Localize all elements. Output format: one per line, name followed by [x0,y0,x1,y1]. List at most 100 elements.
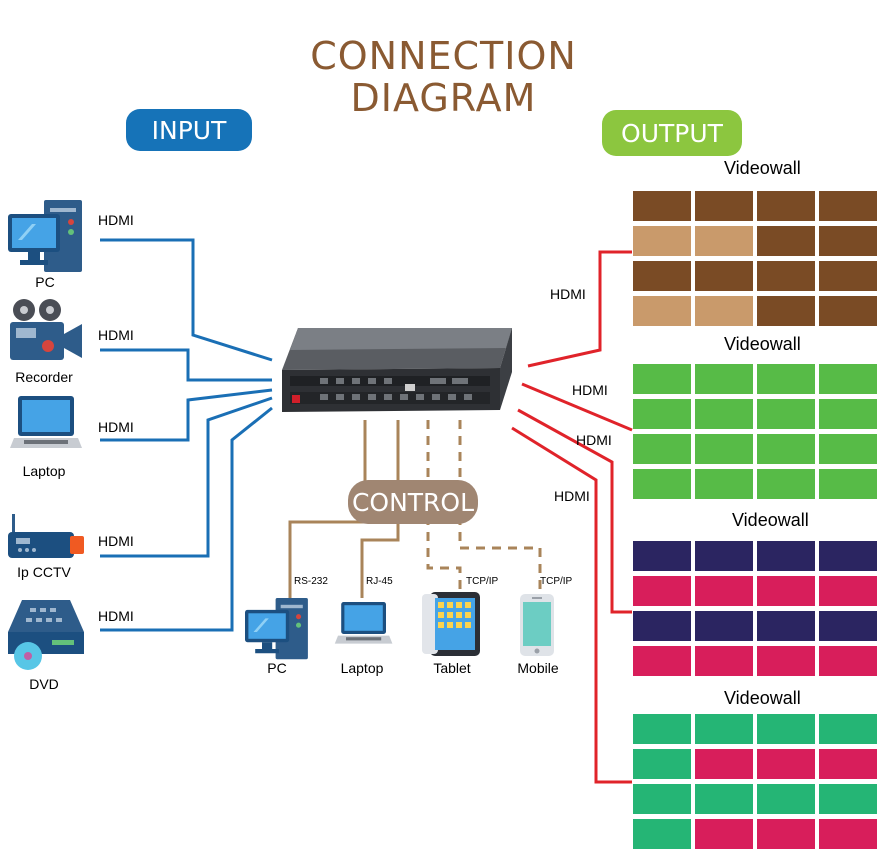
control-device-label: Laptop [340,660,384,676]
input-line-cctv [100,396,273,558]
videowall-tile [695,611,753,641]
videowall-tile [757,434,815,464]
input-device-label: Recorder [15,369,73,385]
videowall-tile [695,784,753,814]
videowall-tile [633,611,691,641]
control-line-pc [288,420,367,598]
control-connection-label: TCP/IP [466,576,499,587]
output-line-wall-4 [511,426,632,784]
dvd-player-icon [8,600,84,670]
videowall-tile [819,191,877,221]
videowall-tile [633,261,691,291]
videowall-tile [819,399,877,429]
videowall-tile [819,261,877,291]
videowall-tile [633,576,691,606]
videowall-tile [695,296,753,326]
videowall-tile [633,749,691,779]
input-line-recorder [100,348,272,382]
output-pill: OUTPUT [602,110,742,156]
output-line-wall-1 [527,250,632,368]
videowall-1 [633,191,881,326]
output-connection-label: HDMI [576,432,612,448]
videowall-title: Videowall [724,688,801,708]
input-connection-label: HDMI [98,419,134,435]
input-connection-label: HDMI [98,212,134,228]
videowall-title: Videowall [724,158,801,178]
input-line-pc [100,238,273,362]
output-connection-label: HDMI [572,382,608,398]
videowall-tile [695,714,753,744]
videowall-tile [757,646,815,676]
videowall-tile [819,784,877,814]
mobile-phone-icon [520,594,554,656]
videowall-tile [695,434,753,464]
videowall-tile [695,576,753,606]
desktop-pc-icon [8,200,82,272]
videowall-tile [695,819,753,849]
output-line-wall-3 [517,408,632,614]
videowall-tile [757,541,815,571]
videowall-title: Videowall [732,510,809,530]
output-line-wall-2 [521,382,633,432]
videowall-tile [695,646,753,676]
control-connection-label: RJ-45 [366,576,393,587]
videowall-tile [819,749,877,779]
input-line-laptop [100,388,273,442]
videowall-tile [819,611,877,641]
videowall-tile [757,296,815,326]
videowall-tile [757,714,815,744]
videowall-tile [695,541,753,571]
videowall-2 [633,364,881,499]
diagram-title-line-2: DIAGRAM [350,76,537,120]
control-device-label: Tablet [433,660,471,676]
videowall-tile [819,576,877,606]
desktop-pc-icon [245,598,308,660]
input-device-label: PC [35,274,55,290]
videowall-tile [819,434,877,464]
videowall-tile [757,819,815,849]
videowall-title: Videowall [724,334,801,354]
control-device-label: Mobile [517,660,559,676]
videowall-tile [695,749,753,779]
diagram-title-line-1: CONNECTION [310,34,577,78]
videowall-tile [819,296,877,326]
videowall-tile [633,646,691,676]
videowall-tile [633,434,691,464]
videowall-tile [633,469,691,499]
input-connection-label: HDMI [98,327,134,343]
videowall-4 [633,714,881,849]
videowall-tile [633,714,691,744]
videowall-tile [757,784,815,814]
videowall-tile [757,399,815,429]
videowall-tile [633,784,691,814]
input-connection-label: HDMI [98,608,134,624]
videowall-tile [695,191,753,221]
videowall-tile [757,611,815,641]
videowall-tile [695,469,753,499]
control-connection-label: TCP/IP [540,576,573,587]
videowall-tile [819,646,877,676]
videowall-tile [819,714,877,744]
control-connection-label: RS-232 [294,576,328,587]
videowall-tile [633,226,691,256]
output-connection-label: HDMI [550,286,586,302]
videowall-tile [695,261,753,291]
videowall-tile [757,749,815,779]
video-camera-icon [10,299,82,360]
laptop-icon [334,602,393,644]
videowall-tile [633,541,691,571]
output-connection-label: HDMI [554,488,590,504]
videowall-tile [819,226,877,256]
videowall-tile [633,399,691,429]
videowall-tile [633,191,691,221]
videowall-tile [757,576,815,606]
videowall-tile [695,226,753,256]
input-connection-label: HDMI [98,533,134,549]
tablet-icon [422,592,480,656]
input-device-label: DVD [29,676,59,692]
input-line-dvd [100,406,273,632]
output-lines [511,250,633,784]
control-line-tablet [426,420,462,590]
